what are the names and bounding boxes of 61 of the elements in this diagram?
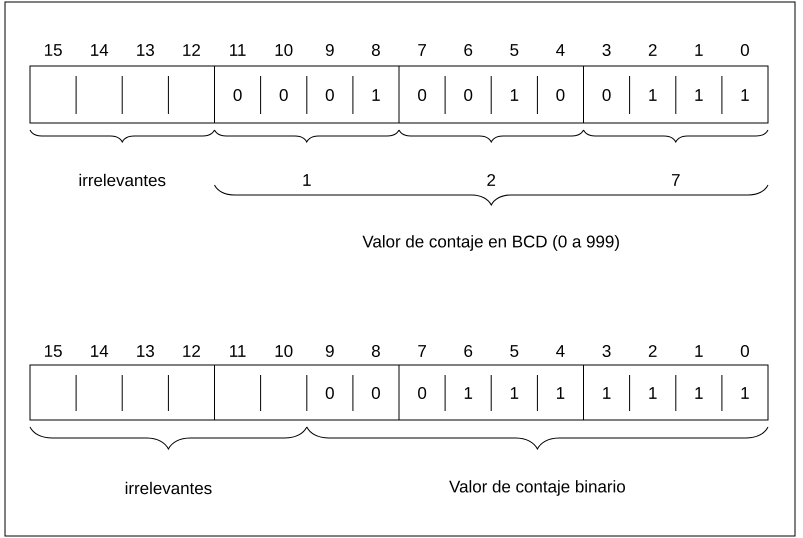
bit-number: 4 [556, 345, 565, 357]
brace-label: irrelevantes [126, 482, 212, 494]
bit-number: 2 [648, 345, 657, 357]
bit-number: 11 [230, 345, 246, 357]
bit-value: 0 [326, 89, 334, 101]
bit-number: 11 [230, 44, 246, 56]
brace-label: 2 [487, 174, 496, 186]
bit-number: 14 [91, 345, 108, 357]
bit-value: 1 [742, 89, 749, 101]
bit-value: 1 [695, 387, 703, 399]
bit-number: 5 [510, 44, 518, 56]
bit-value: 0 [234, 89, 242, 101]
bit-number: 4 [556, 44, 565, 56]
bit-number: 1 [695, 345, 703, 357]
bit-value: 0 [326, 387, 334, 399]
bit-number: 1 [695, 44, 703, 56]
bit-value: 1 [649, 387, 657, 399]
bit-value: 0 [418, 387, 426, 399]
bit-number: 12 [183, 44, 200, 56]
brace-label: Valor de contaje en BCD (0 a 999) [362, 235, 619, 251]
bit-value: 1 [510, 89, 518, 101]
brace-label: Valor de contaje binario [449, 480, 625, 496]
bit-value: 0 [418, 89, 426, 101]
bit-number: 0 [740, 44, 749, 56]
bit-number: 3 [602, 345, 611, 357]
bit-value: 1 [603, 387, 610, 399]
bit-number: 14 [91, 44, 108, 56]
bit-value: 1 [742, 387, 749, 399]
brace-label: 7 [672, 174, 680, 186]
bit-number: 7 [418, 44, 426, 56]
bit-number: 2 [648, 44, 657, 56]
bit-value: 0 [602, 89, 611, 101]
bit-number: 15 [44, 44, 62, 56]
bit-number: 7 [418, 345, 426, 357]
bit-value: 1 [464, 387, 472, 399]
bit-number: 9 [326, 345, 334, 357]
bit-value: 1 [649, 89, 657, 101]
bit-number: 9 [326, 44, 334, 56]
bit-value: 1 [372, 89, 380, 101]
bit-number: 5 [510, 345, 518, 357]
bit-value: 0 [372, 387, 380, 399]
bit-number: 3 [602, 44, 611, 56]
bit-value: 1 [695, 89, 703, 101]
bit-number: 0 [740, 345, 749, 357]
bit-value: 1 [557, 387, 564, 399]
brace-label: 1 [303, 174, 311, 186]
bit-number: 13 [137, 345, 154, 357]
bit-number: 13 [137, 44, 154, 56]
bit-number: 6 [464, 345, 472, 357]
bit-number: 10 [276, 44, 292, 56]
bit-value: 1 [510, 387, 518, 399]
bit-number: 10 [276, 345, 292, 357]
bit-number: 12 [183, 345, 200, 357]
bit-number: 8 [372, 44, 380, 56]
bit-number: 8 [372, 345, 380, 357]
bit-value: 0 [280, 89, 288, 101]
bit-number: 15 [44, 345, 62, 357]
bit-value: 0 [556, 89, 564, 101]
bit-value: 0 [464, 89, 472, 101]
brace-label: irrelevantes [80, 174, 166, 186]
bit-number: 6 [464, 44, 472, 56]
